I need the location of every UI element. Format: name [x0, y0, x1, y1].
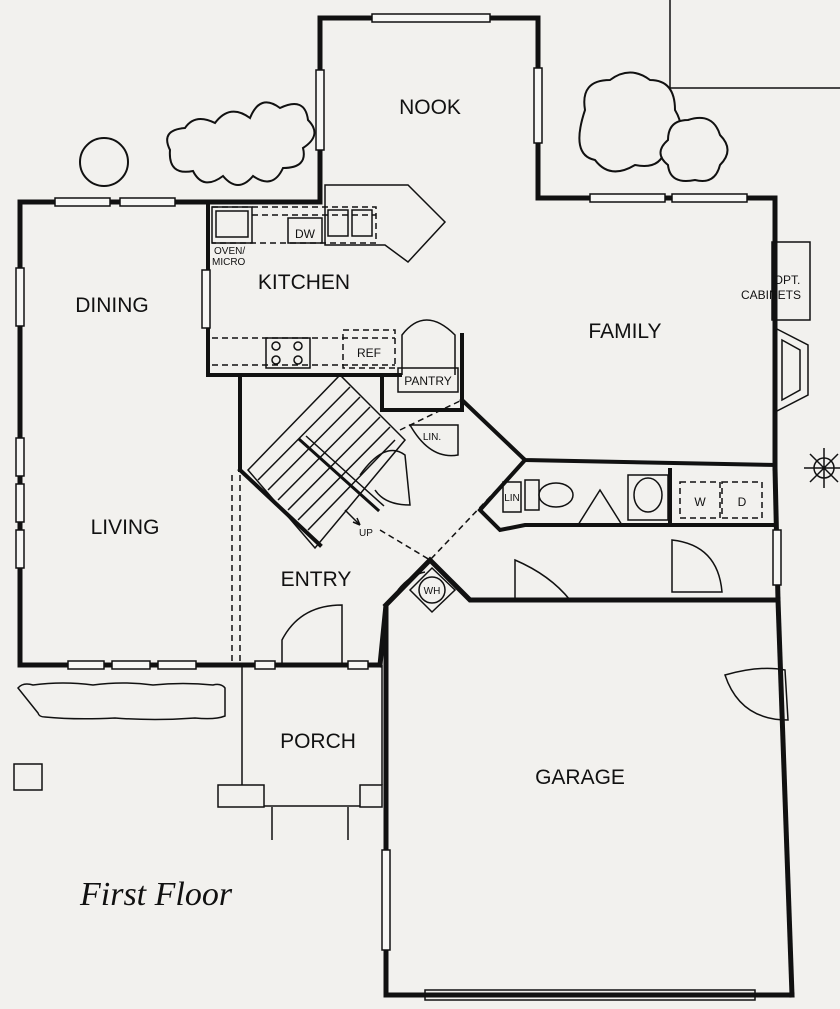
closet-swing — [397, 571, 426, 591]
window — [254, 660, 276, 670]
shrub-cluster-icon — [166, 101, 316, 186]
window — [15, 483, 25, 523]
cabinets-label-line2: CABINETS — [741, 288, 801, 302]
tree-icon — [79, 137, 129, 187]
fireplace — [774, 326, 809, 414]
peninsula-counter — [324, 184, 447, 264]
kitchen-fixtures — [211, 184, 811, 414]
window — [111, 660, 151, 670]
window — [371, 13, 491, 23]
window — [15, 529, 25, 569]
porch-steps — [271, 807, 349, 840]
porch — [217, 665, 383, 840]
window — [54, 197, 111, 207]
window — [67, 660, 105, 670]
toilet-tank — [524, 479, 540, 511]
window — [157, 660, 197, 670]
room-label-living: LIVING — [91, 516, 160, 539]
room-label-dining: DINING — [75, 294, 149, 317]
sink-basin — [327, 209, 349, 237]
stairs — [246, 373, 411, 550]
garage-entry-door — [514, 558, 572, 601]
water-heater-label: WH — [424, 586, 441, 597]
window — [381, 849, 391, 951]
bath-door — [577, 488, 623, 526]
utility-box — [13, 763, 43, 791]
hall-openings — [379, 399, 526, 561]
vanity-sink — [633, 477, 663, 513]
dishwasher — [287, 217, 323, 244]
front-door — [281, 604, 343, 665]
pantry-door — [401, 319, 456, 375]
window — [201, 269, 211, 329]
floor-title: First Floor — [79, 876, 233, 913]
water-heater — [408, 566, 457, 614]
washer-label: W — [694, 495, 706, 509]
hall-linen-label: LIN. — [423, 432, 441, 443]
refrigerator — [342, 329, 396, 369]
dryer-label: D — [738, 495, 747, 509]
window — [347, 660, 369, 670]
room-label-entry: ENTRY — [281, 568, 352, 591]
fixture-labels: DW OVEN/ MICRO REF PANTRY LIN. LIN OPT. … — [212, 227, 801, 597]
linen-closet-door — [408, 424, 459, 457]
garage-side-door — [724, 667, 789, 721]
plant-icon — [804, 448, 840, 488]
window — [119, 197, 176, 207]
cabinets-label-line1: OPT. — [774, 273, 801, 287]
planter-bed — [17, 682, 226, 721]
room-label-porch: PORCH — [280, 730, 356, 753]
room-label-nook: NOOK — [399, 96, 461, 119]
doors — [281, 558, 789, 1001]
cooktop — [265, 337, 311, 369]
room-label-kitchen: KITCHEN — [258, 271, 350, 294]
optional-cabinets — [771, 241, 811, 321]
window — [533, 67, 543, 144]
pantry-label: PANTRY — [404, 374, 452, 388]
porch-column — [217, 784, 265, 808]
landscaping — [13, 0, 840, 791]
bath-linen — [502, 481, 522, 513]
window — [315, 69, 325, 151]
dishwasher-label: DW — [295, 227, 316, 241]
washer — [679, 481, 721, 519]
windows — [15, 13, 782, 951]
oven-label-line2: MICRO — [212, 257, 246, 268]
window — [589, 193, 666, 203]
laundry-door — [671, 539, 723, 593]
room-labels: NOOK KITCHEN DINING FAMILY LIVING ENTRY … — [75, 96, 661, 789]
vanity — [627, 474, 669, 521]
adjacent-lot-line — [669, 0, 840, 89]
bath-laundry — [502, 474, 763, 593]
window — [15, 437, 25, 477]
refrigerator-label: REF — [357, 346, 381, 360]
toilet — [538, 482, 574, 508]
dryer — [721, 481, 763, 519]
bush-icon — [659, 116, 729, 182]
stair-up-arrow — [344, 509, 361, 526]
porch-column — [359, 784, 383, 808]
window — [772, 529, 782, 586]
window — [671, 193, 748, 203]
bath-linen-label: LIN — [504, 493, 520, 504]
oven-label-line1: OVEN/ — [214, 246, 245, 257]
stair-door-swing — [359, 449, 411, 506]
window — [15, 267, 25, 327]
sink-basin — [351, 209, 373, 237]
garage-door — [424, 989, 756, 1001]
room-label-garage: GARAGE — [535, 766, 625, 789]
pantry-area — [397, 319, 459, 457]
stairs-up-label: UP — [359, 528, 373, 539]
room-label-family: FAMILY — [588, 320, 661, 343]
